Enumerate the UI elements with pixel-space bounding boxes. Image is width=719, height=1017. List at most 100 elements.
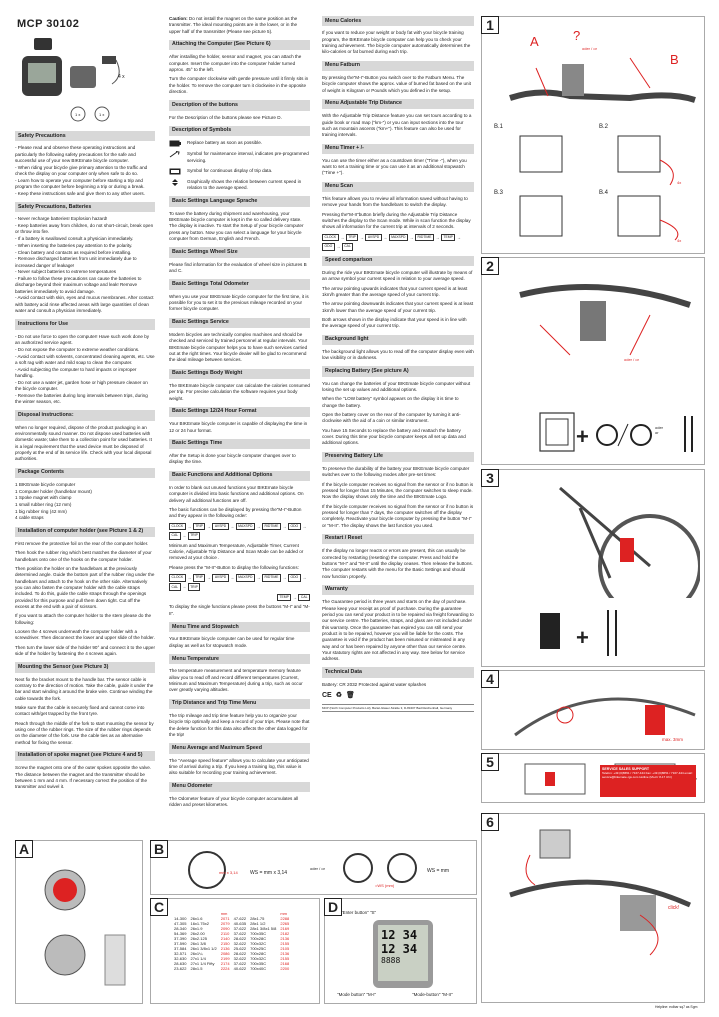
heading-odometer-setting: Basic Settings Total Odometer [169, 279, 310, 290]
list-item: - Remove discharged batteries from unit … [15, 256, 137, 268]
paragraph: When you use your BIKEmate bicycle compu… [169, 293, 309, 312]
label-b3: B.3 [494, 190, 504, 196]
symbol-text: Replace battery as soon as possible. [187, 140, 263, 146]
product-image: 4 x 1 x 1 x [20, 36, 130, 124]
list-item: 1 BIKEmate bicycle computer [15, 481, 76, 487]
paragraph: You have 15 Seconds to replace the batte… [322, 427, 466, 446]
mode-m2-label: "Mode-button" "M-II" [412, 992, 453, 997]
heading-fatburn: Menu Fatburn [322, 60, 474, 71]
flow-box: CAL [169, 583, 181, 591]
paragraph: The BIKEmate bicycle computer can calcul… [169, 382, 310, 401]
certification-marks: CE♻🗑 [322, 691, 474, 701]
sensor-illustration [559, 486, 700, 598]
heading-safety: Safety Precautions [15, 131, 155, 142]
list-item: - Keep batteries away from children, do … [15, 223, 154, 235]
service-card-lines: Telefon: +49 (0)8651 / 7167-444 Fax: +49… [602, 771, 693, 779]
helpline: Helpline: eolbar sq7 as Sgm [655, 1005, 698, 1009]
flow-box: TRIP [187, 531, 201, 540]
heading-odometer: Menu Odometer [169, 781, 310, 792]
flow-box: TEMP [440, 233, 456, 242]
list-item: - Avoid subjecting the computer to hard … [15, 366, 137, 378]
flow-box: CLOCK [169, 522, 186, 531]
speed-arrow-icon [172, 178, 178, 186]
flow-box: AVSPD [212, 522, 229, 531]
mode-m1-label: "Mode button" "M-I" [337, 992, 377, 997]
heading-attach: Attaching the Computer (See Picture 6) [169, 39, 310, 51]
picture-a [15, 840, 143, 1004]
list-use: - Do not use force to open the computer!… [15, 334, 155, 406]
flow-box: CAL [169, 531, 181, 540]
list-item: - Failure to follow these precautions ca… [15, 276, 142, 294]
oder-or-label: oder / or [310, 866, 325, 871]
heading-functions: Basic Functions and Additional Options [169, 470, 310, 482]
list-item: - Never recharge batteries! Explosion ha… [15, 216, 108, 222]
picture-3 [481, 469, 705, 667]
flow-box: TRIP [192, 573, 206, 582]
list-item: - Do not expose the computer to extreme … [15, 346, 140, 352]
paragraph: Turn the computer clockwise with gentle … [169, 76, 309, 94]
flow-box: AVSPD [212, 573, 229, 582]
heading-hour-format: Basic Settings 12/24 Hour Format [169, 406, 310, 418]
column-1: Safety Precautions - Please read and obs… [15, 126, 155, 794]
paragraph: If the bicycle computer receives no sign… [322, 481, 474, 500]
paragraph: If the bicycle computer receives no sign… [322, 503, 474, 528]
list-package: 1 BIKEmate bicycle computer 1 Computer h… [15, 482, 155, 522]
heading-average-speed: Menu Average and Maximum Speed [169, 743, 310, 754]
flow-box: MAXSPD [388, 233, 408, 242]
label-b2: B.2 [599, 124, 609, 130]
header-cell: mm [280, 911, 288, 916]
paragraph: Your BIKEmate bicycle computer can be us… [169, 636, 295, 648]
heading-buttons: Description of the buttons [169, 100, 310, 111]
flow-box: TRIP [345, 233, 359, 242]
cable-strap-icon [684, 416, 693, 452]
picture-2 [481, 257, 705, 465]
flow-box: MAXSPD [235, 522, 255, 531]
picture-5 [481, 753, 705, 803]
paragraph: To preserve the durability of the batter… [322, 466, 470, 478]
paragraph: The "Average speed feature" allows you t… [169, 757, 309, 776]
wheel-ws-formula: WS = mm x 3,14 [250, 870, 288, 876]
flow-box: TRIP [187, 583, 201, 591]
label-1x-b: 1 x [99, 112, 105, 117]
paragraph: During the ride your BIKEmate bicycle co… [322, 269, 473, 282]
paragraph: Your BIKEmate bicycle computer is capabl… [169, 421, 308, 433]
heading-service: Basic Settings Service [169, 317, 310, 328]
paragraph: Reach through the middle of the fork to … [15, 720, 154, 745]
paragraph: Next fix the bracket mount to the handle… [15, 676, 154, 701]
picture-letter: C [150, 898, 168, 916]
symbol-row: Graphically shows the relation between c… [169, 178, 310, 192]
picture-c [150, 898, 320, 1004]
heading-battery-life: Preserving Battery Life [322, 451, 474, 463]
label-4x-b: 4x [677, 238, 682, 243]
disposal-text: When no longer required, dispose of the … [15, 424, 152, 462]
label-a: A [530, 34, 539, 49]
list-item: 1 Computer holder (handlebar mount) [15, 488, 92, 494]
list-batteries: - Never recharge batteries! Explosion ha… [15, 216, 155, 314]
list-item: - Keep these instructions safe and give … [15, 190, 145, 196]
picture-1 [481, 16, 705, 254]
heading-background-light: Background light [322, 334, 474, 345]
wheel-illustration-2 [343, 853, 417, 883]
function-flow-2: CLOCK→ TRIP→ AVSPD→ MAXSPD→ RIDTIME→ ODO… [169, 573, 310, 591]
heading-trip-distance: Trip Distance and Trip Time Menu [169, 698, 310, 709]
table-header: mm mm [172, 911, 291, 916]
service-card: SERVICE SALES SUPPORT Telefon: +49 (0)86… [600, 765, 696, 797]
list-item: - Remove the batteries during long inter… [15, 392, 148, 404]
heading-weight: Basic Settings Body Weight [169, 368, 310, 379]
paragraph: First remove the protective foil on the … [15, 541, 149, 547]
symbol-row: Symbol for continuous display of trip da… [169, 168, 310, 175]
list-item: - When riding your bicycle give primary … [15, 164, 148, 176]
paragraph: Battery: CR 2032 Protected against water… [322, 681, 427, 687]
flow-box: CLOCK [322, 233, 339, 242]
list-item: - Avoid contact with skin, eyes and mucu… [15, 295, 154, 314]
battery-icon [169, 140, 181, 147]
picture-b [150, 840, 477, 895]
header-cell: mm [220, 911, 228, 916]
flow-box: TEMP [276, 593, 292, 602]
flow-box: MAXSPD [235, 573, 255, 582]
paragraph: Modern bicycles are technically complex … [169, 331, 308, 363]
paragraph: Minimum and Maximum Temperature, Adjusta… [169, 542, 304, 561]
